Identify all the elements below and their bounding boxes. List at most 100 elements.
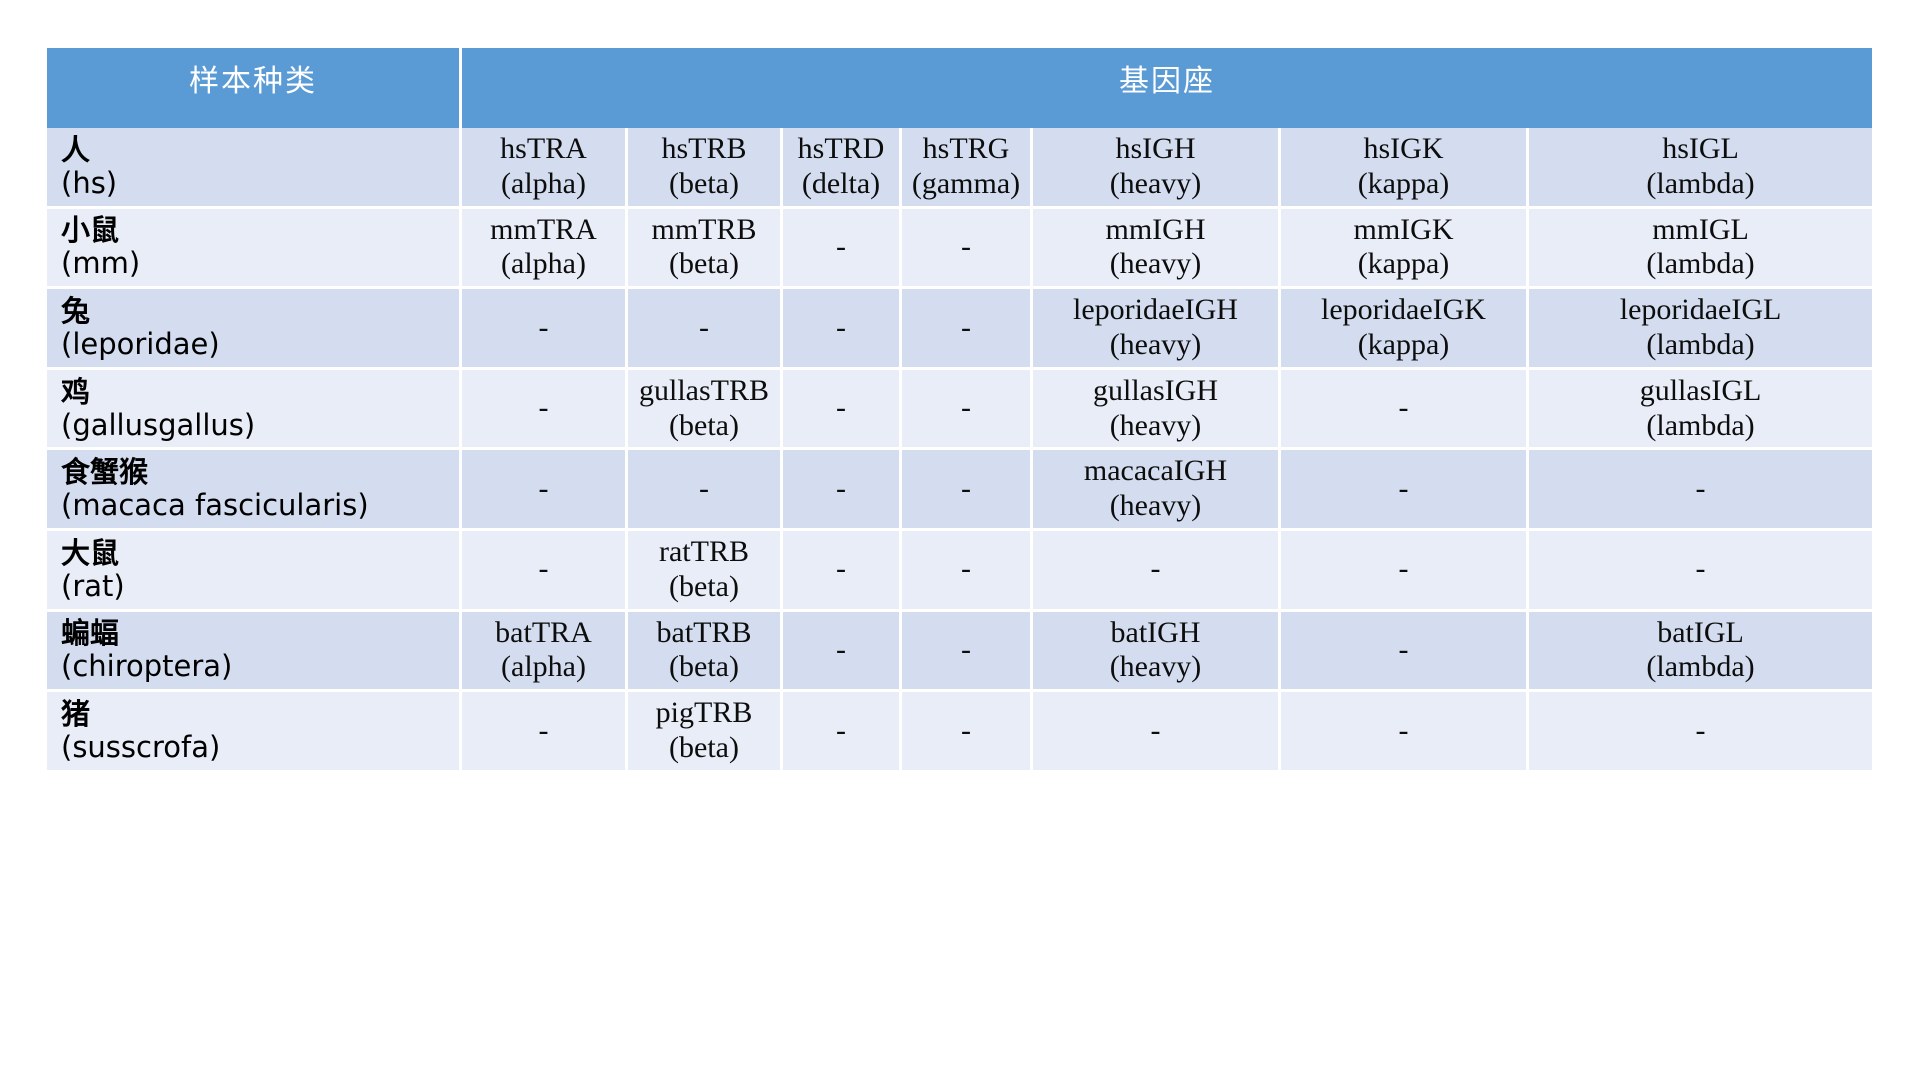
species-name-latin: (rat) (61, 568, 125, 603)
locus-cell-empty: - (462, 369, 628, 451)
locus-name: gullasIGL (1639, 373, 1762, 407)
locus-name: gullasTRB (638, 373, 769, 407)
species-name-cn: 大鼠 (61, 535, 120, 570)
locus-chain-type: (lambda) (1646, 247, 1755, 281)
locus-cell: batIGL(lambda) (1529, 611, 1873, 693)
locus-name: hsIGL (1662, 132, 1739, 165)
table-row: 猪(susscrofa)-pigTRB(beta)----- (47, 692, 1873, 773)
species-name-cn: 鸡 (61, 374, 91, 409)
locus-name: hsIGH (1115, 132, 1196, 165)
species-cell: 大鼠(rat) (47, 530, 462, 612)
table-row: 人(hs)hsTRA(alpha)hsTRB(beta)hsTRD(delta)… (47, 128, 1873, 209)
locus-cell-empty: - (902, 289, 1033, 370)
table-row: 兔(leporidae)----leporidaeIGH(heavy)lepor… (47, 289, 1873, 370)
locus-cell: mmIGH(heavy) (1033, 208, 1281, 290)
species-name-latin: (leporidae) (61, 326, 220, 361)
locus-cell: mmTRA(alpha) (462, 208, 628, 290)
header-species: 样本种类 (47, 48, 462, 128)
empty-dash: - (961, 229, 971, 263)
locus-chain-type: (beta) (669, 408, 739, 442)
empty-dash: - (538, 310, 549, 344)
locus-cell-empty: - (462, 289, 628, 370)
empty-dash: - (836, 471, 846, 505)
table-header: 样本种类 基因座 (47, 48, 1873, 128)
locus-cell-empty: - (902, 611, 1033, 693)
locus-cell-empty: - (1281, 450, 1529, 531)
locus-cell: hsIGL(lambda) (1529, 128, 1873, 209)
header-row: 样本种类 基因座 (47, 48, 1873, 128)
locus-cell: leporidaeIGH(heavy) (1033, 289, 1281, 370)
locus-cell-empty: - (1281, 692, 1529, 773)
empty-dash: - (961, 552, 971, 586)
locus-cell-empty: - (1529, 530, 1873, 612)
locus-name: mmTRB (651, 212, 757, 246)
locus-cell-empty: - (1281, 611, 1529, 693)
locus-chain-type: (heavy) (1109, 327, 1202, 361)
locus-chain-type: (alpha) (501, 650, 586, 684)
locus-cell: leporidaeIGL(lambda) (1529, 289, 1873, 370)
empty-dash: - (836, 229, 846, 263)
empty-dash: - (1695, 471, 1706, 505)
locus-cell-empty: - (783, 611, 902, 693)
empty-dash: - (1398, 632, 1409, 666)
locus-chain-type: (beta) (669, 730, 739, 764)
empty-dash: - (1695, 552, 1706, 586)
empty-dash: - (1695, 713, 1706, 747)
locus-cell-empty: - (462, 692, 628, 773)
locus-cell-empty: - (902, 369, 1033, 451)
locus-name: batIGL (1657, 615, 1744, 649)
table-body: 人(hs)hsTRA(alpha)hsTRB(beta)hsTRD(delta)… (47, 128, 1873, 773)
locus-chain-type: (heavy) (1109, 247, 1202, 281)
empty-dash: - (836, 632, 846, 666)
locus-cell: pigTRB(beta) (628, 692, 783, 773)
locus-chain-type: (gamma) (911, 166, 1021, 200)
locus-chain-type: (heavy) (1109, 650, 1202, 684)
locus-cell-empty: - (902, 530, 1033, 612)
species-name-cn: 兔 (61, 293, 91, 328)
locus-chain-type: (lambda) (1646, 650, 1755, 684)
species-cell: 兔(leporidae) (47, 289, 462, 370)
table-row: 鸡(gallusgallus)-gullasTRB(beta)--gullasI… (47, 369, 1873, 451)
empty-dash: - (961, 310, 971, 344)
locus-cell-empty: - (1281, 530, 1529, 612)
empty-dash: - (1398, 713, 1409, 747)
locus-cell-empty: - (783, 530, 902, 612)
locus-chain-type: (beta) (669, 650, 739, 684)
locus-chain-type: (beta) (669, 166, 739, 200)
locus-name: hsTRB (661, 132, 747, 165)
species-name-latin: (mm) (61, 246, 141, 281)
locus-name: leporidaeIGH (1073, 293, 1238, 327)
locus-name: mmIGH (1105, 212, 1206, 246)
locus-cell: gullasTRB(beta) (628, 369, 783, 451)
locus-chain-type: (alpha) (501, 247, 586, 281)
locus-chain-type: (alpha) (501, 166, 586, 200)
locus-cell: mmIGL(lambda) (1529, 208, 1873, 290)
species-name-cn: 人 (61, 132, 91, 167)
empty-dash: - (836, 552, 846, 586)
locus-cell: gullasIGH(heavy) (1033, 369, 1281, 451)
empty-dash: - (836, 391, 846, 425)
locus-name: mmIGK (1353, 212, 1454, 246)
locus-chain-type: (kappa) (1357, 166, 1450, 200)
locus-cell-empty: - (783, 450, 902, 531)
locus-cell: ratTRB(beta) (628, 530, 783, 612)
locus-cell-empty: - (462, 450, 628, 531)
empty-dash: - (538, 471, 549, 505)
locus-name: hsTRG (922, 132, 1010, 165)
species-cell: 猪(susscrofa) (47, 692, 462, 773)
species-cell: 人(hs) (47, 128, 462, 209)
empty-dash: - (961, 391, 971, 425)
species-name-cn: 小鼠 (61, 213, 120, 248)
locus-cell-empty: - (462, 530, 628, 612)
empty-dash: - (1398, 471, 1409, 505)
table-row: 大鼠(rat)-ratTRB(beta)----- (47, 530, 1873, 612)
locus-cell: macacaIGH(heavy) (1033, 450, 1281, 531)
locus-chain-type: (lambda) (1646, 327, 1755, 361)
species-name-cn: 蝙蝠 (61, 616, 120, 651)
locus-cell: batIGH(heavy) (1033, 611, 1281, 693)
locus-chain-type: (heavy) (1109, 408, 1202, 442)
locus-name: macacaIGH (1083, 454, 1228, 488)
species-name-latin: (macaca fascicularis) (61, 488, 369, 523)
locus-cell: batTRB(beta) (628, 611, 783, 693)
empty-dash: - (538, 713, 549, 747)
